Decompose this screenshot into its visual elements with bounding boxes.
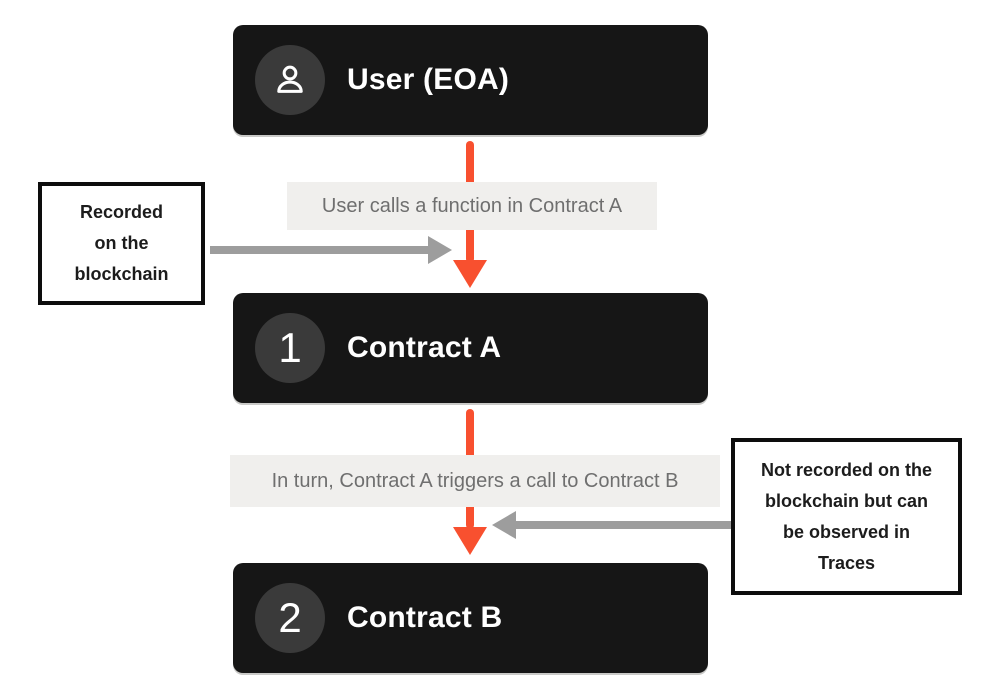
step-number: 1 — [278, 324, 302, 371]
node-contract-a-title: Contract A — [347, 331, 502, 364]
arrow-user-to-a-head — [453, 260, 487, 288]
node-user-title: User (EOA) — [347, 63, 510, 96]
step-number: 2 — [278, 594, 302, 641]
user-icon — [277, 65, 303, 93]
note-right-arrow-line — [516, 521, 732, 529]
flow-label-a-to-b: In turn, Contract A triggers a call to C… — [230, 455, 720, 507]
note-left-arrow-line — [210, 246, 430, 254]
flow-label-user-to-a: User calls a function in Contract A — [287, 182, 657, 230]
badge-step-2: 2 — [255, 583, 325, 653]
node-user-eoa: User (EOA) — [233, 25, 708, 135]
arrow-a-to-b-head — [453, 527, 487, 555]
node-contract-b: 2 Contract B — [233, 563, 708, 673]
note-observed-in-traces: Not recorded on the blockchain but can b… — [731, 438, 962, 595]
note-recorded-on-blockchain: Recorded on the blockchain — [38, 182, 205, 305]
user-avatar — [255, 45, 325, 115]
note-right-arrow-head — [492, 511, 516, 539]
node-contract-b-title: Contract B — [347, 601, 503, 634]
note-left-arrow-head — [428, 236, 452, 264]
badge-step-1: 1 — [255, 313, 325, 383]
node-contract-a: 1 Contract A — [233, 293, 708, 403]
